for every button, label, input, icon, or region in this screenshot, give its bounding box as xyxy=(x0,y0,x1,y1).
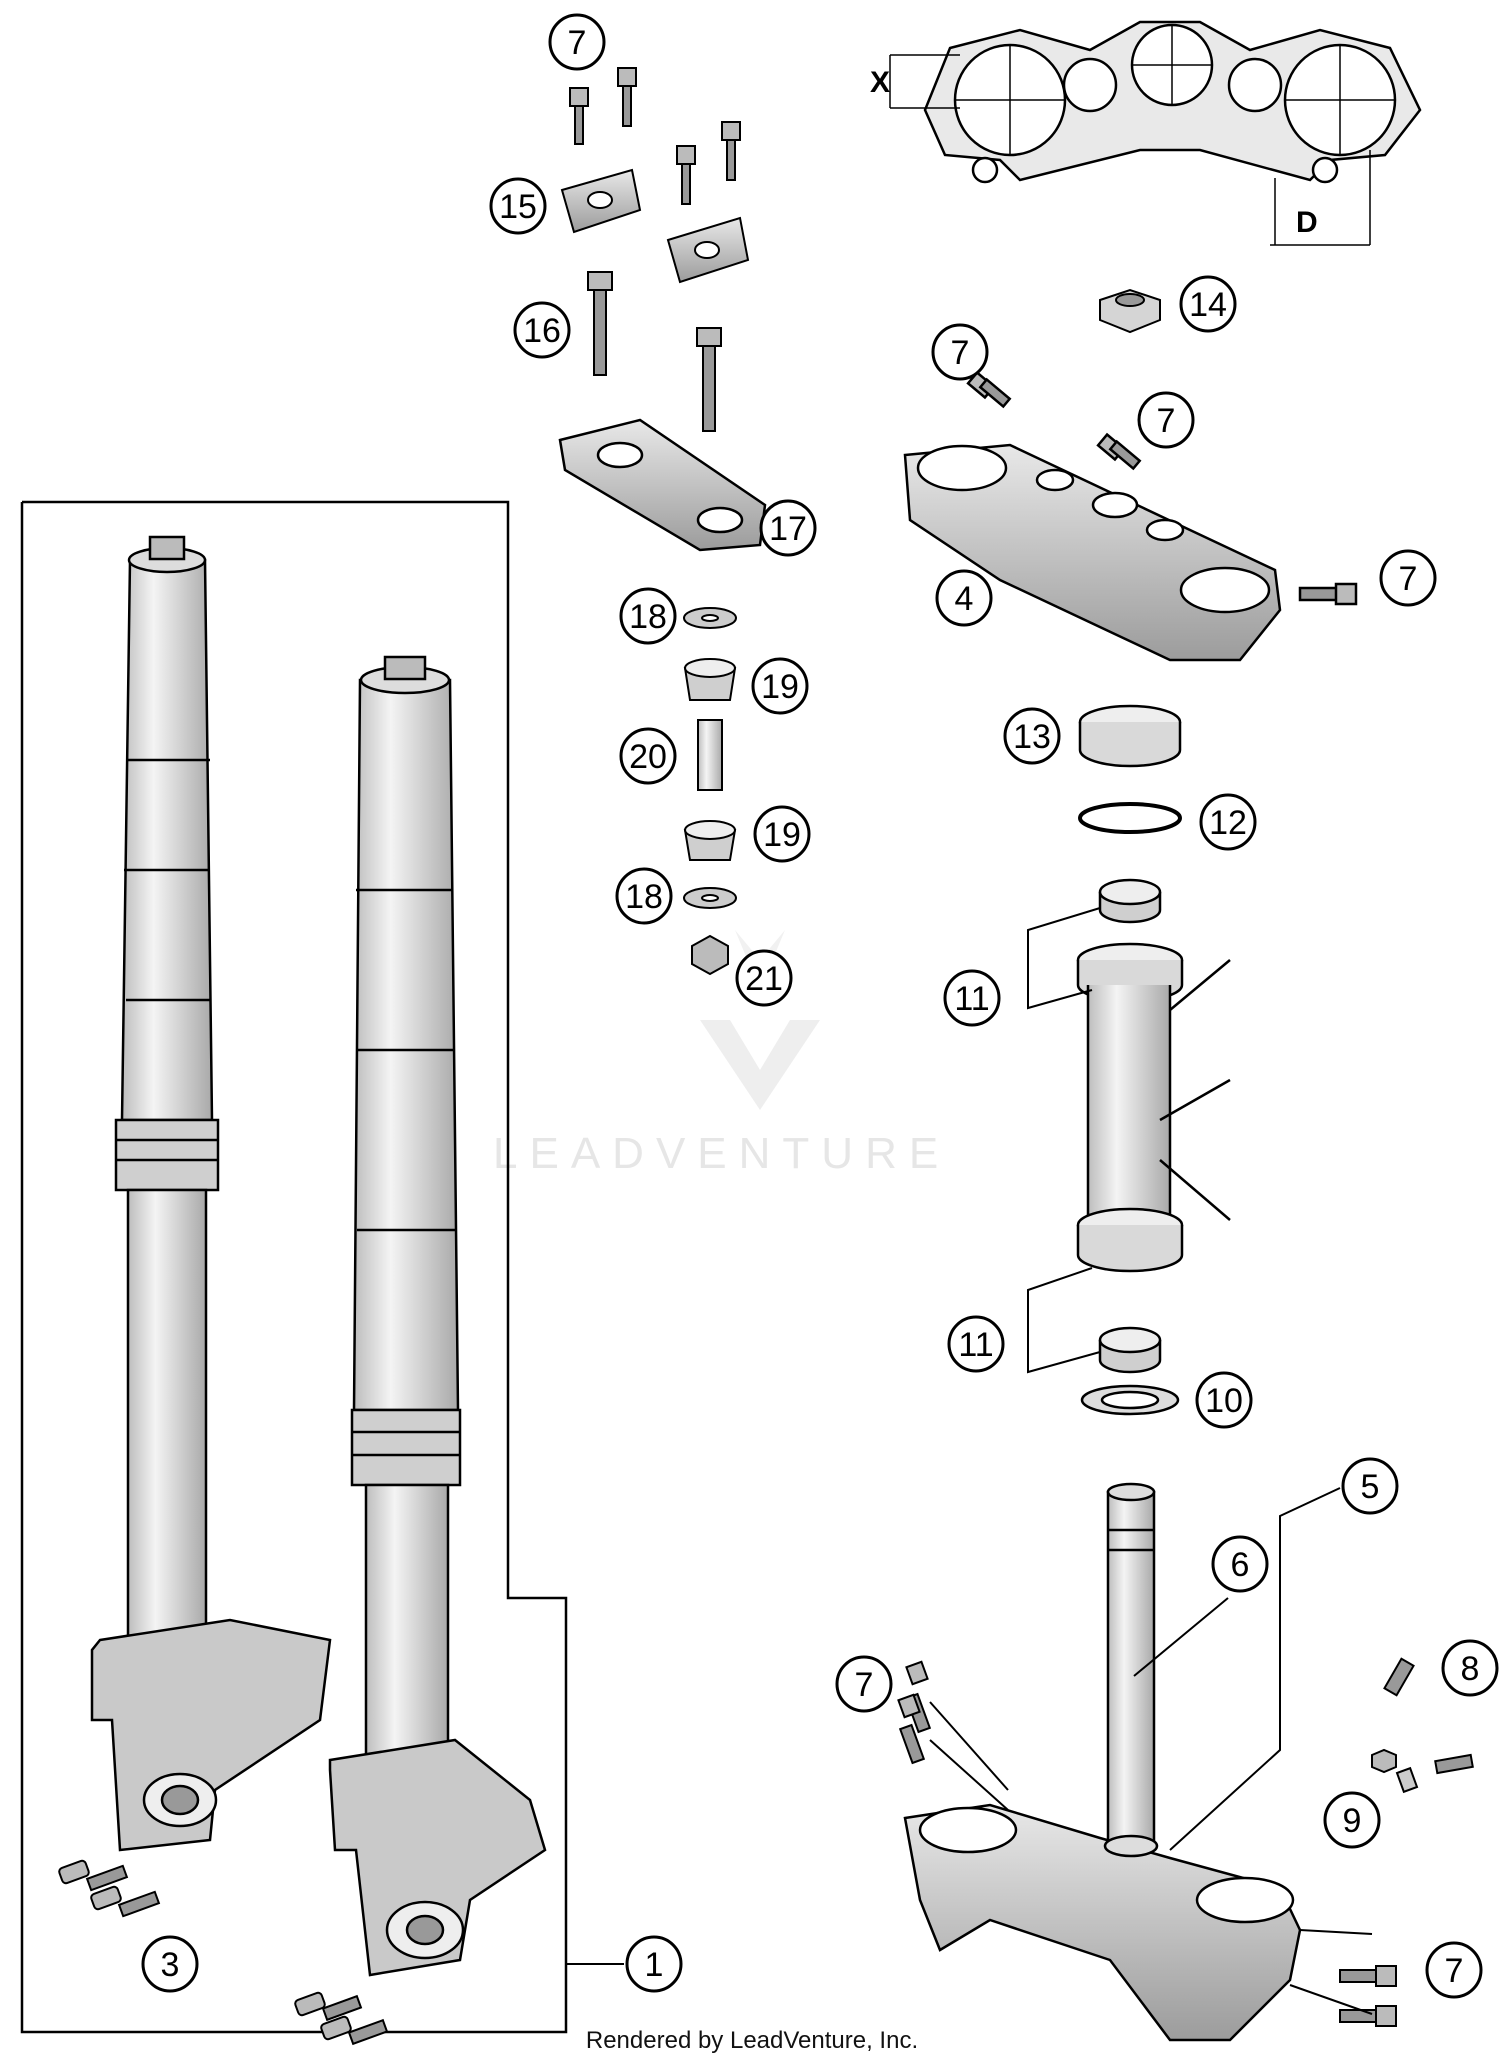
callout-20: 20 xyxy=(619,727,677,785)
svg-text:19: 19 xyxy=(761,668,799,706)
svg-text:7: 7 xyxy=(1399,560,1418,598)
svg-text:19: 19 xyxy=(763,816,801,854)
handlebar-clamp-upper xyxy=(560,168,750,284)
svg-text:5: 5 xyxy=(1361,1468,1380,1506)
callout-7-clamp-right: 7 xyxy=(1379,549,1437,607)
svg-text:12: 12 xyxy=(1209,804,1247,842)
dimension-label-x: X xyxy=(870,66,890,99)
top-triple-clamp xyxy=(903,370,1358,662)
fork-leg-right xyxy=(328,655,547,1977)
svg-text:18: 18 xyxy=(625,878,663,916)
callout-11-lower: 11 xyxy=(947,1315,1005,1373)
svg-text:8: 8 xyxy=(1461,1650,1480,1688)
callout-12: 12 xyxy=(1199,793,1257,851)
callout-7-clamp-middle: 7 xyxy=(1137,391,1195,449)
svg-text:16: 16 xyxy=(523,312,561,350)
svg-text:1: 1 xyxy=(645,1946,664,1984)
svg-text:18: 18 xyxy=(629,598,667,636)
callout-18-upper: 18 xyxy=(619,587,677,645)
svg-text:7: 7 xyxy=(855,1666,874,1704)
svg-text:7: 7 xyxy=(951,334,970,372)
clamp-bolts-long xyxy=(587,271,722,432)
svg-text:7: 7 xyxy=(1445,1952,1464,1990)
callouts: 1 3 4 5 6 7 7 7 7 7 7 8 9 10 11 11 12 13… xyxy=(141,13,1499,1999)
callout-5: 5 xyxy=(1341,1457,1399,1515)
svg-text:17: 17 xyxy=(769,510,807,548)
svg-text:3: 3 xyxy=(161,1946,180,1984)
callout-8: 8 xyxy=(1441,1639,1499,1697)
svg-text:11: 11 xyxy=(954,980,989,1018)
top-nut xyxy=(1099,288,1161,334)
watermark: LEADVENTURE xyxy=(493,930,950,1178)
svg-text:13: 13 xyxy=(1013,718,1051,756)
svg-text:11: 11 xyxy=(958,1326,993,1364)
fork-leg-left xyxy=(90,535,332,1852)
dimension-label-d: D xyxy=(1296,206,1318,239)
bottom-clamp-screws xyxy=(897,1660,1397,2027)
callout-9: 9 xyxy=(1323,1791,1381,1849)
svg-text:6: 6 xyxy=(1231,1546,1250,1584)
svg-text:20: 20 xyxy=(629,738,667,776)
callout-16: 16 xyxy=(513,301,571,359)
svg-text:7: 7 xyxy=(568,24,587,62)
callout-7-top: 7 xyxy=(548,13,606,71)
footer-credit: Rendered by LeadVenture, Inc. xyxy=(586,2027,918,2054)
callout-19-lower: 19 xyxy=(753,805,811,863)
callout-3: 3 xyxy=(141,1935,199,1993)
axle-clamp-bolts-left xyxy=(58,1859,161,1918)
svg-text:7: 7 xyxy=(1157,402,1176,440)
callout-14: 14 xyxy=(1179,275,1237,333)
callout-19-upper: 19 xyxy=(751,657,809,715)
callout-1: 1 xyxy=(625,1935,683,1993)
bearing-stack xyxy=(1076,704,1231,1416)
callout-15: 15 xyxy=(489,177,547,235)
callout-11-upper: 11 xyxy=(943,969,1001,1027)
callout-7-clamp-left: 7 xyxy=(931,323,989,381)
axle-clamp-bolts-right xyxy=(294,1991,389,2046)
svg-text:15: 15 xyxy=(499,188,537,226)
svg-text:4: 4 xyxy=(955,580,974,618)
callout-21: 21 xyxy=(735,949,793,1007)
callout-4: 4 xyxy=(935,569,993,627)
callout-13: 13 xyxy=(1003,707,1061,765)
svg-text:10: 10 xyxy=(1205,1382,1243,1420)
steering-stem xyxy=(1106,1482,1156,1844)
callout-18-lower: 18 xyxy=(615,867,673,925)
top-clamp-dimension-view xyxy=(889,20,1422,246)
clamp-screws-top xyxy=(569,67,741,205)
callout-7-bottom-left: 7 xyxy=(835,1655,893,1713)
rubber-damper-stack xyxy=(683,607,737,976)
stem-leader-lines xyxy=(566,1487,1373,2015)
callout-10: 10 xyxy=(1195,1371,1253,1429)
handlebar-clamp-lower xyxy=(558,418,767,552)
fork-assembly-outline xyxy=(20,500,568,2034)
bottom-triple-clamp xyxy=(903,1803,1302,2042)
svg-text:14: 14 xyxy=(1189,286,1227,324)
svg-text:21: 21 xyxy=(745,960,783,998)
callout-7-bottom-right: 7 xyxy=(1425,1941,1483,1999)
watermark-text: LEADVENTURE xyxy=(493,1129,950,1178)
steering-stop-hardware xyxy=(1371,1657,1474,1794)
bearing-brackets xyxy=(1027,907,1101,1374)
svg-text:9: 9 xyxy=(1343,1802,1362,1840)
callout-17: 17 xyxy=(759,499,817,557)
callout-6: 6 xyxy=(1211,1535,1269,1593)
